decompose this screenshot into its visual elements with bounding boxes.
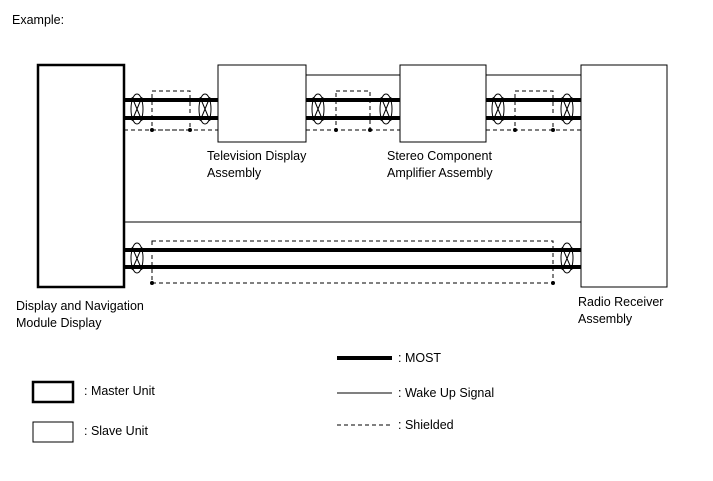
- tv-unit-box: [217, 64, 307, 143]
- ground-dot: [513, 128, 517, 132]
- amp-unit-label-line2: Amplifier Assembly: [387, 166, 493, 180]
- amp-unit-box: [399, 64, 487, 143]
- twist-marker: [199, 96, 211, 122]
- shield-box: [151, 90, 191, 131]
- twist-marker: [311, 93, 325, 125]
- twist-marker: [312, 96, 324, 122]
- twist-marker: [560, 93, 574, 125]
- ground-dot: [188, 128, 192, 132]
- ground-dot: [150, 128, 154, 132]
- twist-marker: [131, 96, 143, 122]
- legend-wake-up-label: : Wake Up Signal: [398, 386, 495, 400]
- radio-unit-box: [580, 64, 668, 288]
- amp-unit-label-line1: Stereo Component: [387, 149, 492, 163]
- twist-marker: [198, 93, 212, 125]
- heading: Example:: [12, 13, 65, 27]
- tv-unit-label-line2: Assembly: [207, 166, 262, 180]
- twist-marker: [130, 93, 144, 125]
- amp-unit-label: Stereo Component Amplifier Assembly: [387, 148, 493, 182]
- tv-unit-label: Television Display Assembly: [207, 148, 306, 182]
- tv-unit-label-line1: Television Display: [207, 149, 307, 163]
- master-unit-label-line1: Display and Navigation: [16, 299, 144, 313]
- ground-dot: [368, 128, 372, 132]
- shield-box: [335, 90, 371, 131]
- ground-dot: [551, 128, 555, 132]
- radio-unit-label-line2: Assembly: [578, 312, 633, 326]
- legend-slave-unit-symbol: [32, 421, 74, 443]
- ground-dot: [150, 281, 154, 285]
- radio-unit-label-line1: Radio Receiver: [578, 295, 664, 309]
- master-unit-box: [36, 63, 126, 289]
- shield-box: [514, 90, 554, 131]
- twist-marker: [561, 246, 573, 271]
- legend-shielded-label: : Shielded: [398, 418, 454, 432]
- twist-marker: [561, 96, 573, 122]
- twist-marker: [560, 242, 574, 274]
- twist-marker: [380, 96, 392, 122]
- legend-most-label: : MOST: [398, 351, 442, 365]
- twist-marker: [130, 242, 144, 274]
- twist-marker: [491, 93, 505, 125]
- radio-unit-label: Radio Receiver Assembly: [578, 294, 663, 328]
- legend-master-unit-symbol: [31, 380, 75, 404]
- ground-dot: [334, 128, 338, 132]
- ground-dot: [551, 281, 555, 285]
- legend-slave-unit-label: : Slave Unit: [84, 424, 148, 438]
- twist-marker: [379, 93, 393, 125]
- master-unit-label-line2: Module Display: [16, 316, 102, 330]
- twist-marker: [492, 96, 504, 122]
- master-unit-label: Display and Navigation Module Display: [16, 298, 144, 332]
- legend-master-unit-label: : Master Unit: [84, 384, 155, 398]
- shield-box: [151, 240, 554, 284]
- twist-marker: [131, 246, 143, 271]
